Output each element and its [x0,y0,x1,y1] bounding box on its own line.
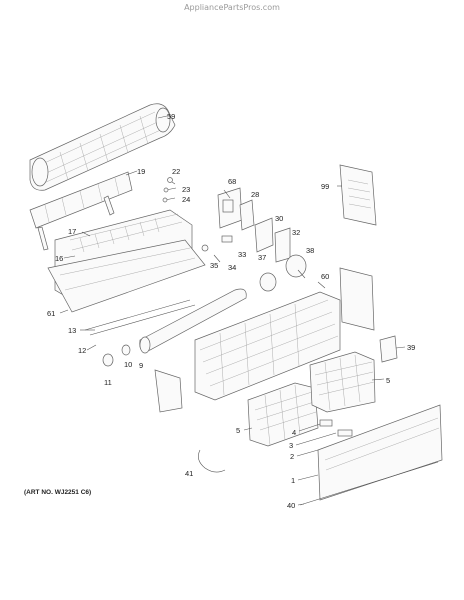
callout-labels: 59 19 22 23 24 68 28 99 30 32 17 16 33 3… [47,112,415,510]
callout-11: 11 [104,378,112,387]
callout-10: 10 [124,360,132,369]
callout-33: 33 [238,250,246,259]
part-1-front-panel [317,404,443,501]
callout-28: 28 [251,190,259,199]
watermark-text: AppliancePartsPros.com [184,3,280,12]
callout-68: 68 [228,177,236,186]
part-22-24-screws [162,177,177,203]
part-left-side-panel [154,369,183,413]
part-41-wire [198,449,226,473]
callout-39: 39 [407,343,415,352]
part-59-top-grille [29,103,176,191]
part-99-manual [339,164,377,226]
callout-34: 34 [228,263,236,272]
callout-61: 61 [47,309,55,318]
part-68-control-box [217,187,243,229]
part-40-strip [299,461,439,506]
part-39-bracket [379,335,398,363]
art-number: (ART NO. WJ2251 C6) [24,489,92,496]
part-37-38-motor [259,254,307,292]
callout-60: 60 [321,272,329,281]
callout-16: 16 [55,254,63,263]
callout-22: 22 [172,167,180,176]
callout-13: 13 [68,326,76,335]
callout-30: 30 [275,214,283,223]
callout-1: 1 [291,476,295,485]
callout-17: 17 [68,227,76,236]
callout-23: 23 [182,185,190,194]
part-9-crossflow-fan [139,288,247,354]
callout-2: 2 [290,452,294,461]
part-28-32-brackets [239,199,291,263]
callout-5-right: 5 [386,376,390,385]
callout-19: 19 [137,167,145,176]
part-33-35-small [201,235,233,263]
callout-24: 24 [182,195,190,204]
callout-35: 35 [210,261,218,270]
callout-40: 40 [287,501,295,510]
part-17-61-chassis [47,209,206,313]
callout-38: 38 [306,246,314,255]
callout-37: 37 [258,253,266,262]
callout-41: 41 [185,469,193,478]
callout-12: 12 [78,346,86,355]
leader-lines [59,115,406,506]
callout-5-left: 5 [236,426,240,435]
callout-99: 99 [321,182,329,191]
part-2-4-display [319,419,353,437]
part-60-evaporator [194,267,375,401]
callout-3: 3 [289,441,293,450]
part-19-filter-frame [29,171,133,251]
callout-9: 9 [139,361,143,370]
callout-32: 32 [292,228,300,237]
part-10-13-bearings [84,299,196,367]
callout-59: 59 [167,112,175,121]
callout-4: 4 [292,428,296,437]
